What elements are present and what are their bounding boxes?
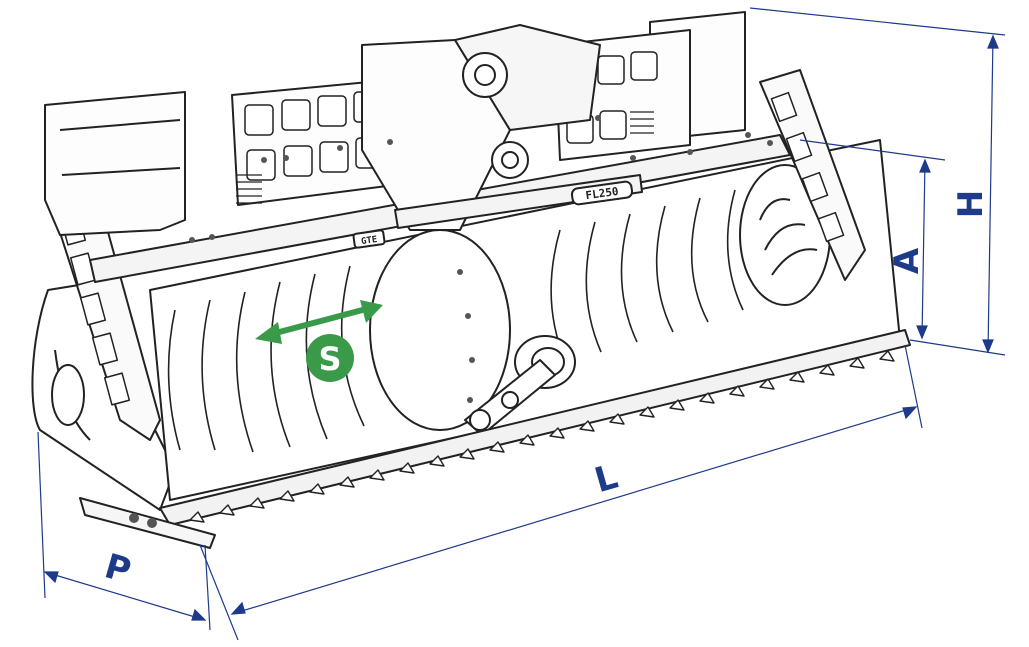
stroke-indicator: S xyxy=(255,300,383,382)
dimension-a-label: A xyxy=(887,247,927,274)
screening-bucket xyxy=(31,11,911,549)
dimension-p-label: P xyxy=(100,546,135,591)
model-plate-text: FL250 xyxy=(585,185,620,202)
dimension-h-line xyxy=(987,35,994,353)
stroke-badge xyxy=(306,334,354,382)
dimension-l-label: L xyxy=(590,457,622,501)
left-rear-frame xyxy=(44,91,186,236)
model-plate xyxy=(570,180,634,206)
logo-plate xyxy=(352,229,386,249)
teeth xyxy=(189,350,895,523)
dimension-h-label: H xyxy=(951,190,991,218)
bolts xyxy=(129,115,773,528)
dimension-lines xyxy=(37,7,1006,641)
dimension-p-line xyxy=(44,571,206,621)
logo-text: GTE xyxy=(361,235,378,247)
dimension-a-line xyxy=(921,159,926,339)
dimension-l-line xyxy=(231,406,917,615)
teeth-bar xyxy=(159,329,911,526)
double-arrow-icon xyxy=(265,305,373,338)
stroke-badge-label: S xyxy=(318,340,341,378)
